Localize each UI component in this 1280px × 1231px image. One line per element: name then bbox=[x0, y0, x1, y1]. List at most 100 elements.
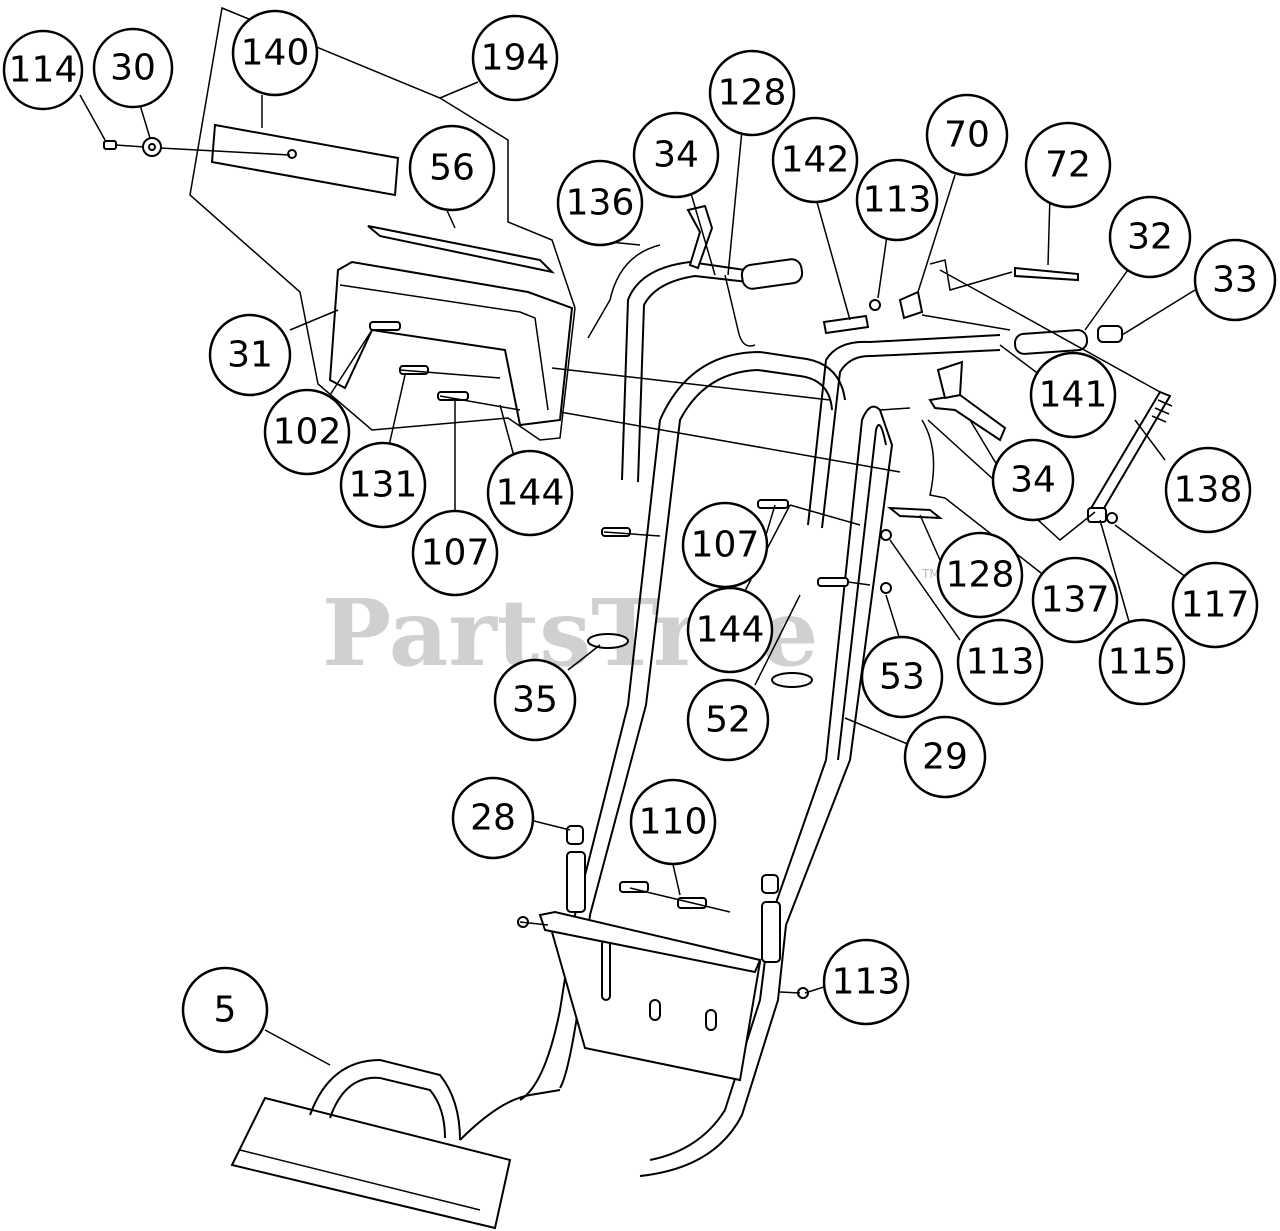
part-29-handle-left-upper bbox=[621, 260, 746, 481]
callout-107-mid: 107 bbox=[681, 501, 769, 589]
callout-label: 128 bbox=[718, 73, 787, 114]
callout-70: 70 bbox=[925, 93, 1009, 177]
callout-28: 28 bbox=[451, 776, 535, 860]
part-31-console bbox=[328, 260, 574, 427]
callout-label: 72 bbox=[1045, 145, 1091, 186]
callout-label: 140 bbox=[241, 33, 310, 74]
callout-141: 141 bbox=[1029, 351, 1117, 439]
part-29-frame-right bbox=[825, 405, 894, 761]
part-5-loop bbox=[309, 1058, 461, 1141]
callout-label: 117 bbox=[1181, 585, 1250, 626]
part-128-spring-lower bbox=[886, 506, 944, 520]
part-30-washer-hole bbox=[148, 143, 156, 151]
callout-128-lower: 128 bbox=[936, 531, 1024, 619]
part-29-handle-left-upper-b bbox=[637, 274, 749, 483]
part-110-bolt bbox=[619, 881, 649, 893]
callout-label: 28 bbox=[470, 798, 516, 839]
callout-137: 137 bbox=[1031, 556, 1119, 644]
callout-138: 138 bbox=[1164, 446, 1252, 534]
callout-label: 70 bbox=[944, 115, 990, 156]
part-29-frame-left-b bbox=[645, 368, 833, 706]
part-141-rod bbox=[921, 314, 1011, 331]
part-35-clip bbox=[587, 633, 629, 649]
assembly-outline-194 bbox=[189, 6, 576, 441]
callout-5: 5 bbox=[181, 966, 269, 1054]
callout-label: 115 bbox=[1108, 642, 1177, 683]
part-72-bend bbox=[929, 259, 1013, 291]
part-5-link bbox=[459, 1089, 561, 1141]
part-29-frame-left bbox=[627, 350, 846, 706]
callout-label: 136 bbox=[566, 183, 635, 224]
part-5-bracket bbox=[230, 1096, 512, 1230]
mounting-plate-slot-c bbox=[601, 939, 611, 1001]
part-107-bolt-mid bbox=[757, 499, 789, 509]
callout-35: 35 bbox=[493, 658, 577, 742]
crossbar bbox=[538, 910, 762, 974]
callout-72: 72 bbox=[1024, 121, 1112, 209]
part-34-lever-right bbox=[928, 393, 1007, 442]
part-52-clip bbox=[771, 672, 813, 688]
part-32-grip bbox=[1013, 329, 1089, 355]
callout-label: 52 bbox=[705, 700, 751, 741]
part-53-nut bbox=[880, 582, 892, 594]
part-128-spring bbox=[724, 274, 756, 347]
part-5-loop-b bbox=[329, 1076, 446, 1139]
callout-label: 53 bbox=[879, 657, 925, 698]
callout-label: 107 bbox=[421, 533, 490, 574]
part-34-lever-right-top bbox=[936, 360, 964, 400]
part-28-cap-right bbox=[761, 874, 779, 894]
mounting-plate-slot-a bbox=[649, 999, 661, 1021]
callout-label: 142 bbox=[781, 140, 850, 181]
part-113-nut-mid bbox=[880, 529, 892, 541]
callout-label: 32 bbox=[1127, 217, 1173, 258]
callout-label: 35 bbox=[512, 680, 558, 721]
part-52-bolt bbox=[817, 577, 849, 587]
leader-lines bbox=[79, 81, 1196, 1066]
part-138-thread bbox=[1151, 399, 1173, 423]
part-142-label bbox=[822, 314, 870, 335]
part-33-cap bbox=[1097, 325, 1123, 343]
callout-label: 114 bbox=[9, 50, 78, 91]
part-29-handle-right bbox=[807, 334, 1001, 526]
callout-194: 194 bbox=[471, 14, 559, 102]
part-117-nut bbox=[1106, 512, 1118, 524]
callout-label: 5 bbox=[214, 990, 237, 1031]
callout-110: 110 bbox=[629, 778, 717, 866]
callout-label: 33 bbox=[1212, 260, 1258, 301]
callout-label: 34 bbox=[653, 135, 699, 176]
callout-29: 29 bbox=[903, 715, 987, 799]
callout-56: 56 bbox=[408, 124, 496, 212]
callout-136: 136 bbox=[556, 159, 644, 247]
callout-label: 194 bbox=[481, 38, 550, 79]
callout-label: 107 bbox=[691, 525, 760, 566]
callout-label: 128 bbox=[946, 555, 1015, 596]
part-5-bracket-side bbox=[239, 1149, 481, 1211]
callout-144: 144 bbox=[486, 449, 574, 537]
part-114-line bbox=[115, 144, 291, 156]
callout-117: 117 bbox=[1171, 561, 1259, 649]
watermark-tm: TM bbox=[921, 567, 940, 581]
callout-32: 32 bbox=[1108, 195, 1192, 279]
part-56-strip bbox=[367, 225, 556, 274]
part-137-cable bbox=[921, 419, 946, 499]
callout-label: 110 bbox=[639, 802, 708, 843]
callout-131: 131 bbox=[339, 441, 427, 529]
part-29-frame-right-b bbox=[837, 424, 887, 761]
part-28-tube bbox=[566, 851, 586, 913]
callout-113: 113 bbox=[855, 158, 939, 242]
callout-label: 30 bbox=[110, 48, 156, 89]
part-140-hole bbox=[287, 149, 297, 159]
callout-128: 128 bbox=[708, 49, 796, 137]
callout-34-right: 34 bbox=[991, 438, 1075, 522]
part-115-washer bbox=[1087, 507, 1107, 523]
callout-label: 29 bbox=[922, 737, 968, 778]
callout-31: 31 bbox=[208, 313, 292, 397]
assembly-lines bbox=[399, 269, 1161, 994]
part-28-cap bbox=[566, 825, 584, 845]
part-113-nut-top bbox=[869, 299, 881, 311]
part-72-rod bbox=[1014, 266, 1079, 282]
part-34-lever-left bbox=[686, 204, 714, 270]
callout-label: 131 bbox=[349, 465, 418, 506]
callout-52: 52 bbox=[686, 678, 770, 762]
